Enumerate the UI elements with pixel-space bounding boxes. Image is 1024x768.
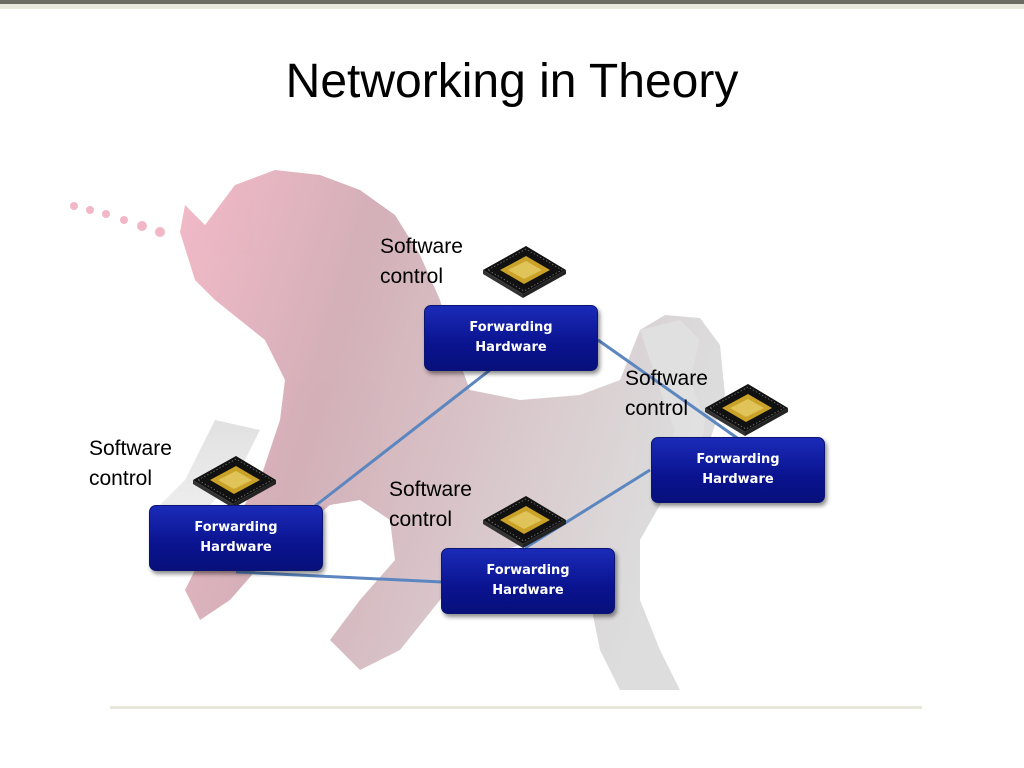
top-border-light — [0, 4, 1024, 9]
forwarding-hardware-bottom: Forwarding Hardware — [441, 548, 615, 614]
link-top-right — [597, 338, 741, 442]
chip-icon — [193, 456, 276, 508]
software-control-label-left: Software control — [89, 437, 172, 490]
chip-icon — [483, 246, 566, 298]
software-control-label-right: Software control — [625, 367, 708, 420]
forwarding-hardware-right: Forwarding Hardware — [651, 437, 825, 503]
chip-icon — [483, 496, 566, 548]
chip-icon — [705, 384, 788, 436]
forwarding-hardware-top: Forwarding Hardware — [424, 305, 598, 371]
bottom-divider — [110, 706, 922, 709]
forwarding-hardware-left: Forwarding Hardware — [149, 505, 323, 571]
top-border-dark — [0, 0, 1024, 4]
link-left-bottom — [235, 570, 443, 584]
link-top-left — [314, 368, 491, 508]
slide-title: Networking in Theory — [285, 55, 739, 108]
software-control-label-top: Software control — [380, 235, 463, 288]
software-control-label-bottom: Software control — [389, 478, 472, 531]
